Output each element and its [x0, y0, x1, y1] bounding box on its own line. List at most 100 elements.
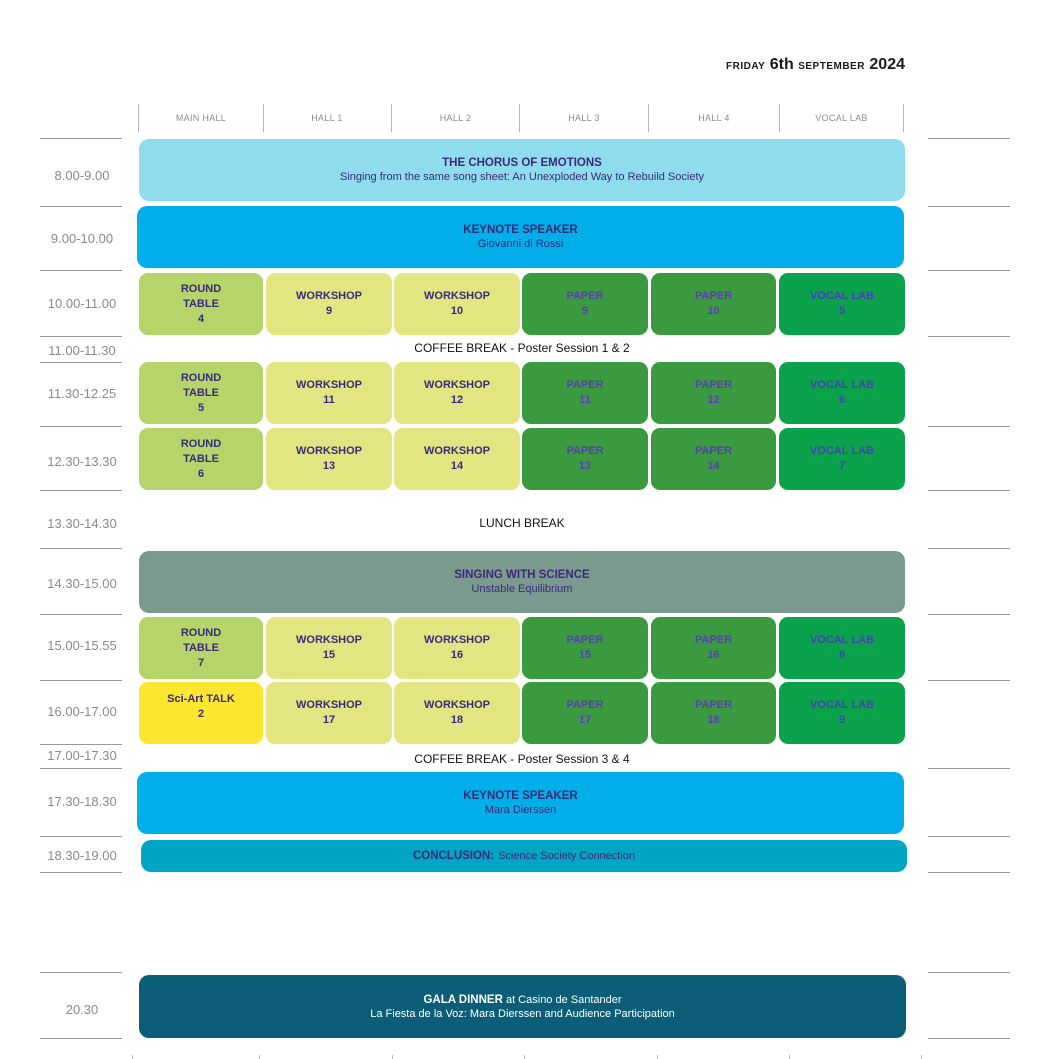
session-number: 12	[450, 394, 464, 406]
time-label: 9.00-10.00	[50, 230, 114, 246]
session-kind: WORKSHOP	[296, 699, 362, 711]
session-workshop-14[interactable]: WORKSHOP 14	[394, 428, 520, 490]
session-paper-13[interactable]: PAPER 13	[522, 428, 648, 490]
session-workshop-12[interactable]: WORKSHOP 12	[394, 362, 520, 424]
session-kind: WORKSHOP	[296, 290, 362, 302]
divider	[40, 680, 122, 681]
divider	[40, 548, 122, 549]
divider	[928, 548, 1010, 549]
session-paper-10[interactable]: PAPER 10	[651, 273, 776, 335]
divider	[928, 872, 1010, 873]
column-tick	[259, 1055, 260, 1059]
divider	[928, 490, 1010, 491]
session-paper-12[interactable]: PAPER 12	[651, 362, 776, 424]
column-header-hall-2: HALL 2	[392, 104, 520, 132]
divider	[40, 490, 122, 491]
session-kind: VOCAL LAB	[810, 290, 874, 302]
session-number: 17	[322, 714, 336, 726]
time-label: 14.30-15.00	[47, 575, 117, 591]
time-label: 8.00-9.00	[54, 167, 110, 183]
conclusion-block[interactable]: CONCLUSION: Science Society Connection	[141, 840, 907, 872]
column-tick	[524, 1055, 525, 1059]
session-paper-11[interactable]: PAPER 11	[522, 362, 648, 424]
session-vocal-lab-7[interactable]: VOCAL LAB 7	[779, 428, 905, 490]
divider	[40, 744, 122, 745]
session-number: 15	[322, 649, 336, 661]
divider	[40, 836, 122, 837]
session-workshop-17[interactable]: WORKSHOP 17	[266, 682, 392, 744]
singing-with-science-block[interactable]: SINGING WITH SCIENCE Unstable Equilibriu…	[139, 551, 905, 613]
divider	[40, 872, 122, 873]
keynote-title: KEYNOTE SPEAKER	[463, 224, 578, 236]
session-vocal-lab-5[interactable]: VOCAL LAB 5	[779, 273, 905, 335]
session-vocal-lab-8[interactable]: VOCAL LAB 8	[779, 617, 905, 679]
session-vocal-lab-6[interactable]: VOCAL LAB 6	[779, 362, 905, 424]
session-number: 5	[197, 401, 205, 414]
session-number: 2	[197, 708, 205, 720]
divider	[40, 426, 122, 427]
column-tick	[921, 1055, 922, 1059]
session-paper-17[interactable]: PAPER 17	[522, 682, 648, 744]
session-vocal-lab-9[interactable]: VOCAL LAB 9	[779, 682, 905, 744]
session-workshop-10[interactable]: WORKSHOP 10	[394, 273, 520, 335]
session-paper-9[interactable]: PAPER 9	[522, 273, 648, 335]
session-number: 8	[838, 649, 846, 661]
session-workshop-11[interactable]: WORKSHOP 11	[266, 362, 392, 424]
session-kind: WORKSHOP	[424, 445, 490, 457]
session-paper-15[interactable]: PAPER 15	[522, 617, 648, 679]
keynote-speaker: Mara Dierssen	[484, 804, 557, 816]
session-kind: VOCAL LAB	[810, 634, 874, 646]
gala-dinner-block[interactable]: GALA DINNER at Casino de Santander La Fi…	[139, 975, 906, 1038]
session-kind: WORKSHOP	[296, 634, 362, 646]
session-number: 6	[197, 467, 205, 480]
divider	[928, 336, 1010, 337]
session-sci-art-talk-2[interactable]: Sci-Art TALK 2	[139, 682, 263, 744]
session-kind: PAPER	[694, 699, 733, 711]
divider	[928, 614, 1010, 615]
gala-title-line: GALA DINNER at Casino de Santander	[423, 993, 621, 1007]
session-workshop-13[interactable]: WORKSHOP 13	[266, 428, 392, 490]
divider	[928, 138, 1010, 139]
session-number: 5	[838, 305, 846, 317]
session-paper-16[interactable]: PAPER 16	[651, 617, 776, 679]
session-kind: PAPER	[694, 634, 733, 646]
divider	[928, 426, 1010, 427]
session-kind: PAPER	[694, 290, 733, 302]
session-number: 7	[838, 460, 846, 472]
divider	[40, 270, 122, 271]
divider	[928, 972, 1010, 973]
column-header-hall-4: HALL 4	[649, 104, 780, 132]
column-header-hall-3: HALL 3	[520, 104, 649, 132]
divider	[40, 1038, 122, 1039]
chorus-subtitle: Singing from the same song sheet: An Une…	[339, 171, 705, 183]
session-workshop-9[interactable]: WORKSHOP 9	[266, 273, 392, 335]
column-header-main-hall: MAIN HALL	[138, 104, 264, 132]
divider	[40, 206, 122, 207]
schedule-date: FRIDAY 6th SEPTEMBER 2024	[600, 56, 905, 74]
year-label: 2024	[869, 56, 905, 73]
session-workshop-15[interactable]: WORKSHOP 15	[266, 617, 392, 679]
session-number: 18	[450, 714, 464, 726]
session-paper-14[interactable]: PAPER 14	[651, 428, 776, 490]
session-workshop-16[interactable]: WORKSHOP 16	[394, 617, 520, 679]
session-number: 16	[450, 649, 464, 661]
session-number: 18	[707, 714, 720, 726]
chorus-block[interactable]: THE CHORUS OF EMOTIONS Singing from the …	[139, 139, 905, 201]
session-number: 9	[325, 305, 333, 317]
keynote-block[interactable]: KEYNOTE SPEAKER Giovanni di Rossi	[137, 206, 904, 268]
session-number: 13	[578, 460, 592, 472]
gala-venue: at Casino de Santander	[505, 993, 622, 1006]
coffee-break-2: COFFEE BREAK - Poster Session 3 & 4	[414, 752, 630, 766]
session-workshop-18[interactable]: WORKSHOP 18	[394, 682, 520, 744]
session-paper-18[interactable]: PAPER 18	[651, 682, 776, 744]
divider	[40, 768, 122, 769]
session-number: 7	[197, 656, 205, 669]
keynote-block[interactable]: KEYNOTE SPEAKER Mara Dierssen	[137, 772, 904, 834]
time-label: 12.30-13.30	[47, 453, 117, 469]
